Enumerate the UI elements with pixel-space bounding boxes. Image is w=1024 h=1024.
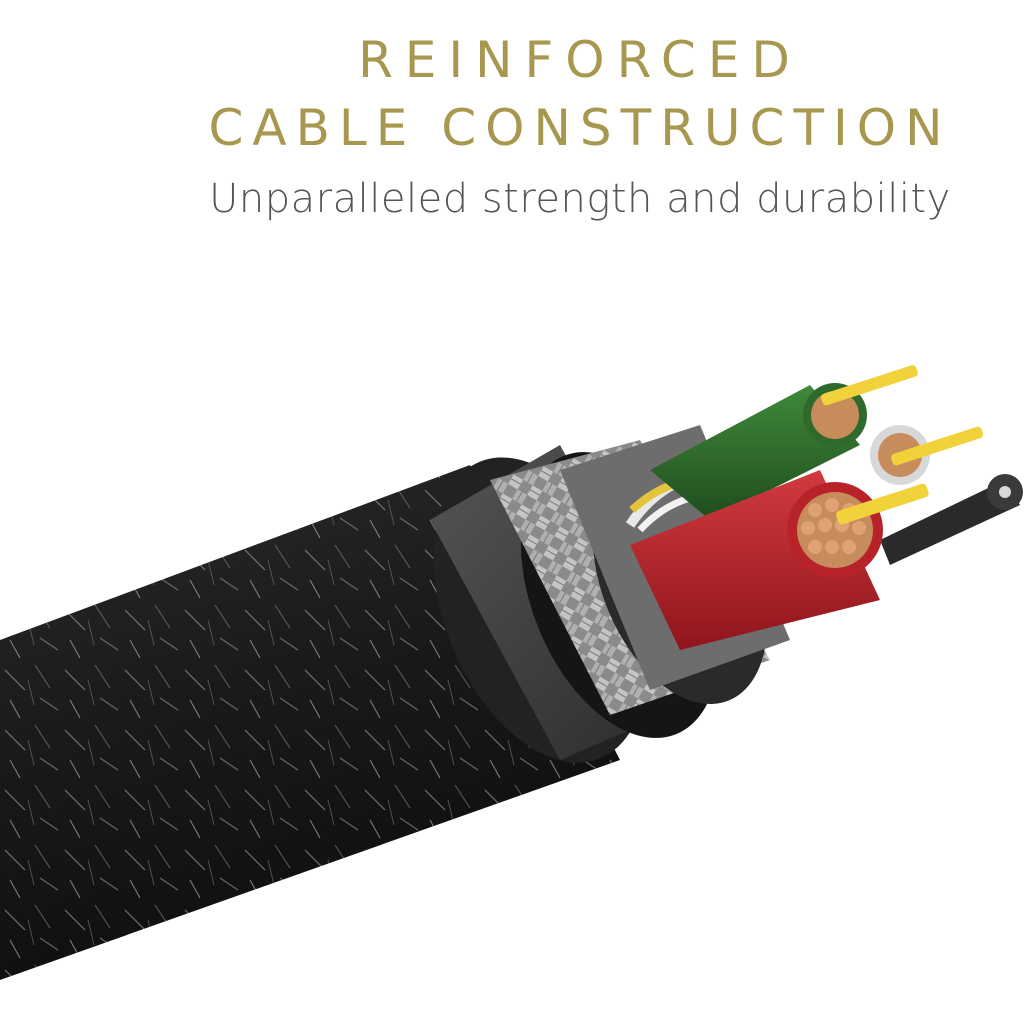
red-wire <box>630 470 929 650</box>
green-wire <box>650 365 918 520</box>
drain-wire <box>880 474 1023 565</box>
headline: REINFORCED CABLE CONSTRUCTION <box>180 28 980 164</box>
white-wire <box>870 425 984 485</box>
tagline: Unparalleled strength and durability <box>209 176 951 222</box>
headline-line-1: REINFORCED <box>358 31 802 89</box>
headline-line-2: CABLE CONSTRUCTION <box>208 99 952 157</box>
